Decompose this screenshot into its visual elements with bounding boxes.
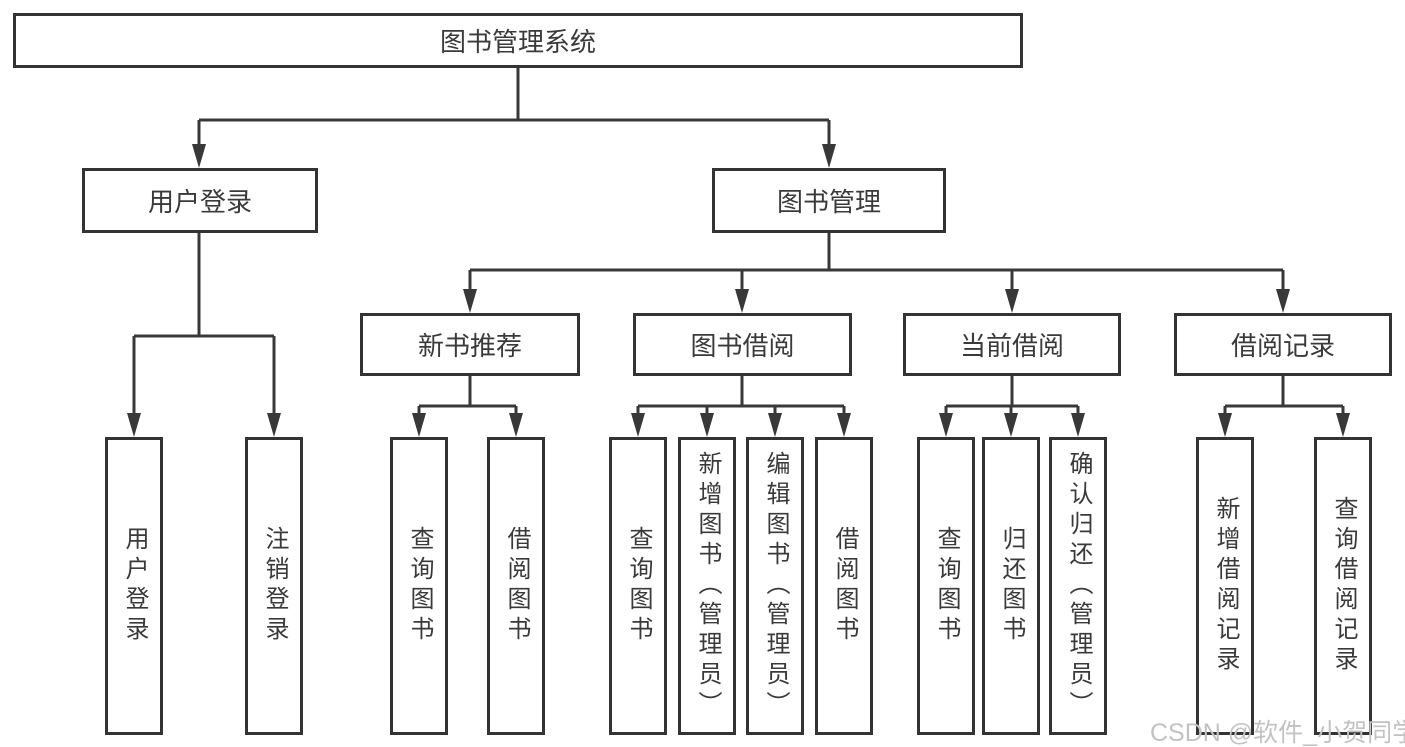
leaf-query-books-recommend: 查询图书 [390, 437, 448, 735]
node-label: 用户登录 [147, 187, 252, 217]
leaf-borrow-books-recommend: 借阅图书 [487, 437, 545, 735]
node-book-management: 图书管理 [712, 168, 946, 233]
node-borrowing-records: 借阅记录 [1174, 313, 1392, 376]
node-user-login: 用户登录 [82, 168, 318, 233]
node-current-borrowing: 当前借阅 [903, 313, 1121, 376]
leaf-query-borrow-record: 查询借阅记录 [1314, 437, 1372, 735]
node-label: 图书管理系统 [439, 27, 596, 57]
leaf-add-books-admin: 新增图书（管理员） [678, 437, 736, 735]
leaf-logout: 注销登录 [245, 437, 303, 735]
node-new-book-recommend: 新书推荐 [360, 313, 580, 376]
leaf-borrow-books-borrowing: 借阅图书 [815, 437, 873, 735]
node-label: 新书推荐 [417, 331, 522, 361]
leaf-query-books-borrowing: 查询图书 [609, 437, 667, 735]
leaf-label: 编辑图书（管理员） [762, 451, 789, 721]
leaf-label: 新增图书（管理员） [694, 451, 721, 721]
leaf-label: 归还图书 [998, 526, 1025, 646]
node-label: 图书借阅 [690, 331, 795, 361]
leaf-label: 查询借阅记录 [1330, 496, 1357, 676]
leaf-return-books: 归还图书 [982, 437, 1040, 735]
node-label: 借阅记录 [1230, 331, 1335, 361]
node-label: 当前借阅 [959, 331, 1064, 361]
node-label: 图书管理 [776, 187, 881, 217]
leaf-label: 借阅图书 [831, 526, 858, 646]
leaf-label: 查询图书 [406, 526, 433, 646]
leaf-label: 查询图书 [933, 526, 960, 646]
leaf-label: 查询图书 [625, 526, 652, 646]
leaf-label: 注销登录 [261, 526, 288, 646]
leaf-edit-books-admin: 编辑图书（管理员） [746, 437, 804, 735]
leaf-label: 用户登录 [121, 526, 148, 646]
leaf-label: 确认归还（管理员） [1065, 451, 1092, 721]
csdn-watermark: CSDN @软件_小贺同学 [1150, 719, 1405, 747]
leaf-query-books-current: 查询图书 [917, 437, 975, 735]
leaf-confirm-return-admin: 确认归还（管理员） [1049, 437, 1107, 735]
node-book-borrowing: 图书借阅 [633, 313, 852, 376]
leaf-label: 借阅图书 [503, 526, 530, 646]
leaf-label: 新增借阅记录 [1212, 496, 1239, 676]
leaf-add-borrow-record: 新增借阅记录 [1196, 437, 1254, 735]
node-library-management-system: 图书管理系统 [13, 13, 1023, 68]
arrowheads [127, 144, 1350, 437]
leaf-user-login: 用户登录 [105, 437, 163, 735]
